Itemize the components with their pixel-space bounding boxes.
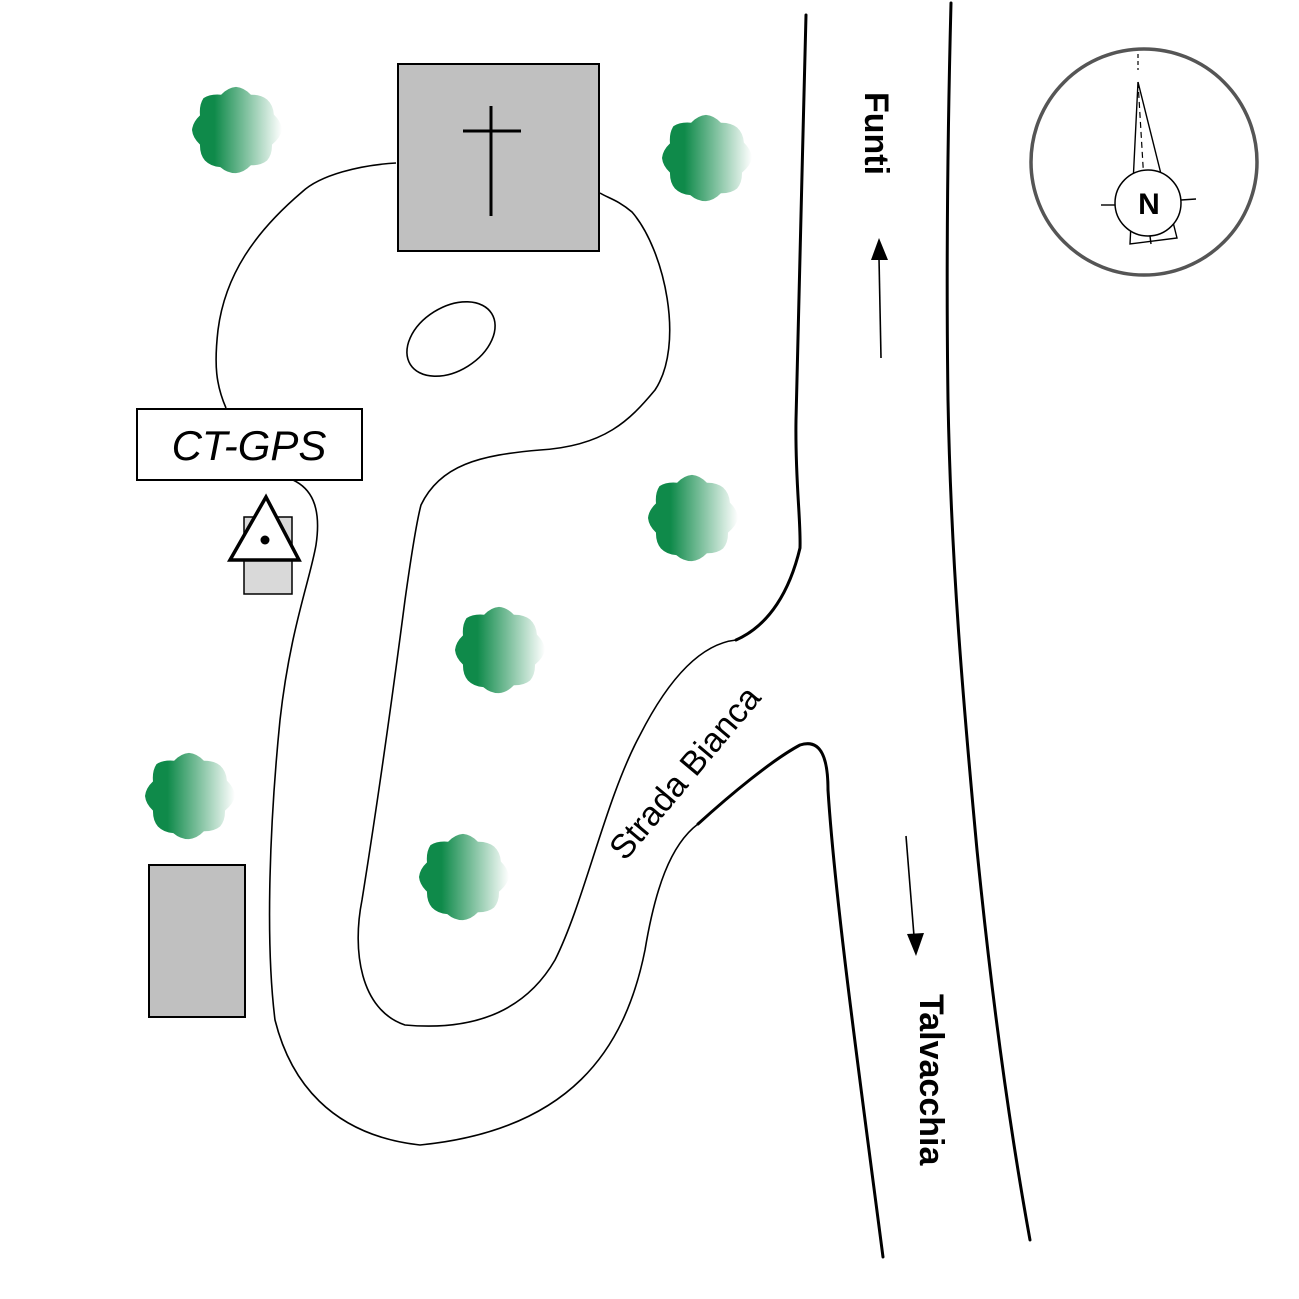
label-talvacchia: Talvacchia [912, 994, 950, 1166]
church-building [397, 63, 600, 252]
station-label-box: CT-GPS [136, 408, 363, 481]
label-funti: Funti [857, 92, 895, 175]
strada-bianca-inner-edge [268, 479, 699, 1146]
compass: N [1029, 47, 1259, 277]
gps-benchmark-triangle-icon [226, 493, 302, 595]
north-arrow-icon: N [1101, 54, 1197, 245]
tree-icon [192, 86, 282, 174]
station-label-frame [136, 408, 363, 481]
main-road-east-edge [945, 1, 1032, 1242]
tree-icon [419, 833, 509, 921]
main-road [696, 1, 1032, 1259]
church [397, 63, 600, 252]
arrow-to-talvacchia-icon [905, 835, 924, 956]
main-road-west-edge-south [696, 742, 885, 1259]
arrow-to-funti-icon [871, 238, 888, 359]
plaza-loop-edge [215, 162, 397, 409]
station-label: CT-GPS [172, 422, 327, 469]
strada-bianca-outer-edge [357, 192, 737, 1027]
building-south-west [148, 864, 246, 1018]
tree-icon [455, 606, 545, 694]
label-strada-bianca: Strada Bianca [602, 679, 768, 867]
tree-icon [662, 114, 752, 202]
trees [145, 86, 752, 921]
tree-icon [648, 474, 738, 562]
main-road-west-edge-north [734, 13, 808, 642]
compass-ring [1029, 47, 1259, 277]
compass-north-label: N [1138, 188, 1160, 221]
strada-bianca-road [215, 162, 737, 1146]
tree-icon [145, 752, 235, 840]
plaza-flowerbed [406, 301, 496, 377]
cross-icon [463, 106, 521, 216]
